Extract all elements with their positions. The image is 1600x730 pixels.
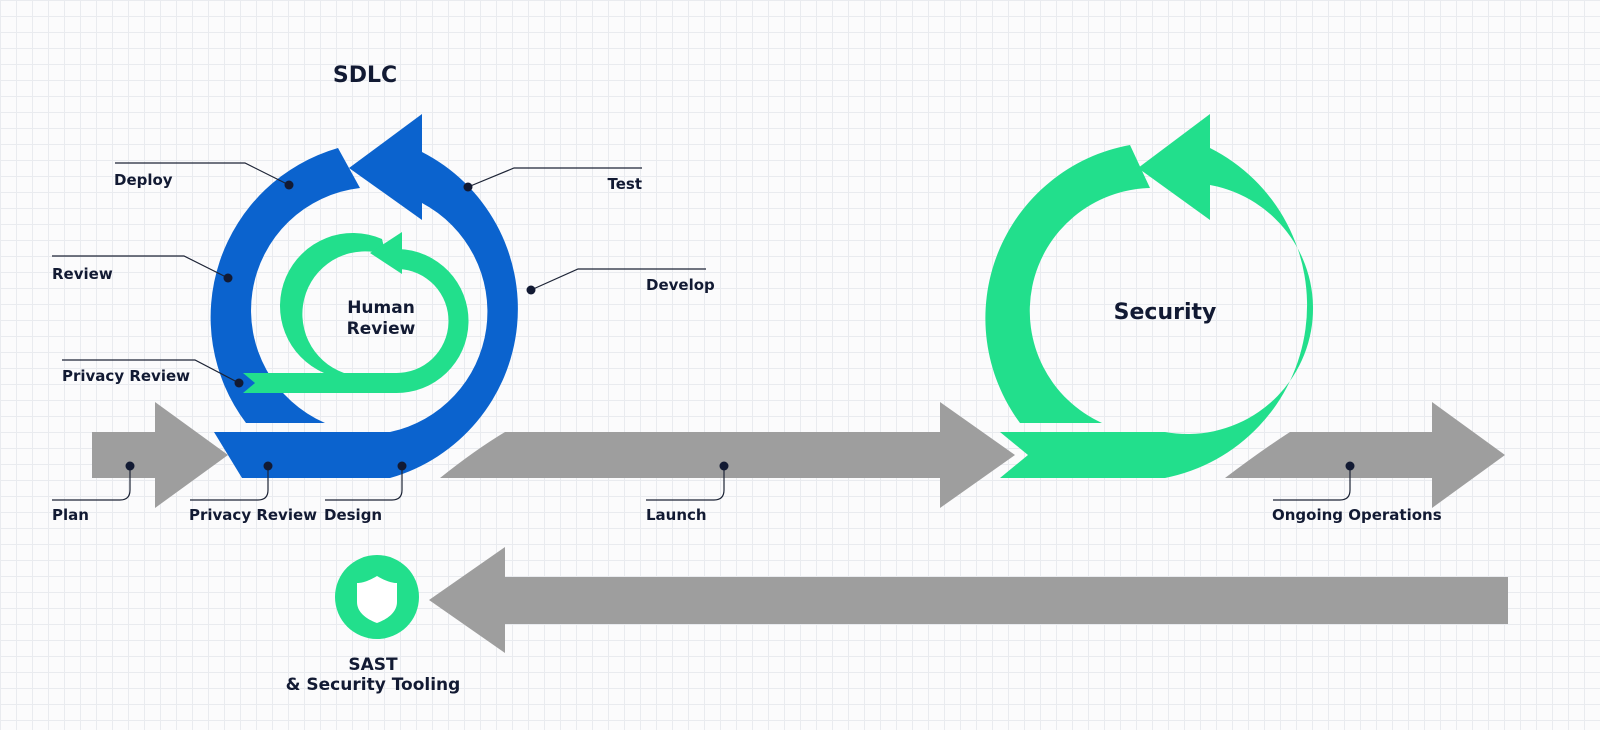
human-review-loop-band [243, 249, 469, 394]
label-ongoing-operations: Ongoing Operations [1272, 506, 1442, 524]
human-review-label-line1: Human [347, 298, 415, 318]
sdlc-loop [210, 114, 518, 478]
sdlc-title: SDLC [333, 63, 397, 88]
callout-launch: Launch [646, 461, 729, 524]
label-deploy: Deploy [114, 171, 173, 189]
callout-develop: Develop [526, 268, 715, 295]
human-review-loop-arrowhead [370, 232, 402, 274]
human-review-loop [243, 232, 469, 394]
label-review: Review [52, 265, 113, 283]
feedback-arrow [429, 547, 1508, 653]
security-loop-arc [985, 145, 1150, 423]
callout-design: Design [324, 461, 407, 524]
ongoing-operations-arrow [1225, 402, 1505, 508]
callout-test: Test [463, 167, 642, 193]
label-develop: Develop [646, 276, 715, 294]
launch-arrow [440, 402, 1015, 508]
label-design: Design [324, 506, 382, 524]
plan-arrow [92, 402, 228, 508]
security-loop [985, 114, 1314, 478]
security-loop-band [1000, 148, 1314, 478]
callout-plan: Plan [52, 461, 135, 524]
label-privacy-review: Privacy Review [189, 506, 317, 524]
timeline-arrows [92, 402, 1508, 653]
label-test: Test [607, 175, 642, 193]
label-launch: Launch [646, 506, 707, 524]
security-loop-arrowhead [1138, 114, 1210, 220]
callout-privacy-review: Privacy Review [189, 461, 317, 524]
security-tooling: SAST & Security Tooling [286, 555, 461, 695]
sdlc-loop-arrowhead [349, 114, 422, 220]
label-privacy-review-upper: Privacy Review [62, 367, 190, 385]
callout-ongoing-operations: Ongoing Operations [1272, 461, 1442, 524]
label-plan: Plan [52, 506, 89, 524]
callout-deploy: Deploy [114, 162, 294, 190]
security-label: Security [1114, 300, 1217, 325]
callout-review: Review [52, 255, 233, 283]
tooling-label-line1: SAST [348, 655, 398, 675]
tooling-label-line2: & Security Tooling [286, 675, 461, 695]
human-review-loop-arc [279, 232, 386, 373]
callout-privacy-review-upper: Privacy Review [62, 359, 244, 388]
sdlc-loop-band [214, 152, 518, 478]
sdlc-loop-arc [210, 148, 360, 423]
human-review-label-line2: Review [347, 319, 416, 339]
shield-icon [357, 576, 397, 623]
